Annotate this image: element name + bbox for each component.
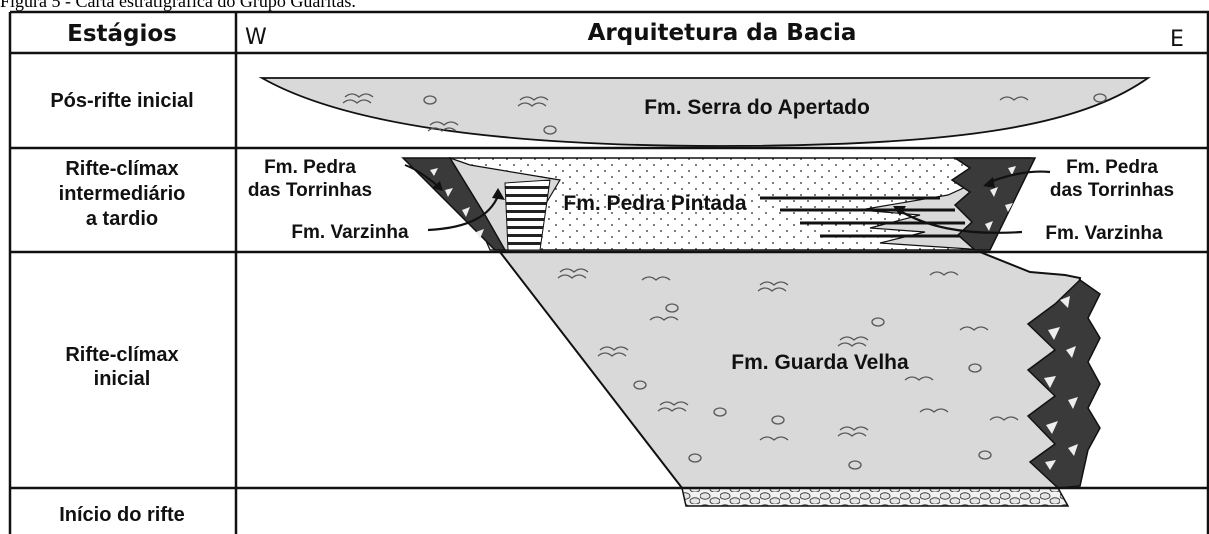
- west-label: W: [245, 25, 267, 50]
- west-torrinhas-arrow-head: [432, 181, 443, 191]
- serra-symbols: [342, 93, 1107, 135]
- guarda-velha-symbols: [557, 268, 1019, 470]
- architecture-header: Arquitetura da Bacia: [588, 20, 857, 46]
- stage-inicio: Início do rifte: [59, 504, 185, 526]
- fm-pedra-torrinhas-west-1: Fm. Pedra: [264, 157, 356, 178]
- stage-climax-tardio-3: a tardio: [86, 208, 158, 230]
- east-pedra-torrinhas-wedge: [950, 157, 1037, 251]
- stage-climax-inicial-1: Rifte-clímax: [65, 344, 178, 366]
- east-torrinhas-arrow: [989, 170, 1051, 184]
- east-clasts: [985, 166, 1016, 231]
- figure-caption: Figura 5 - Carta estratigráfica do Grupo…: [0, 0, 356, 11]
- fm-pedra-torrinhas-east-2: das Torrinhas: [1050, 180, 1174, 201]
- stages-header: Estágios: [67, 21, 177, 47]
- east-lower-clasts: [1044, 296, 1078, 470]
- east-torrinhas-arrow-head: [983, 177, 995, 188]
- stage-climax-tardio-1: Rifte-clímax: [65, 158, 178, 180]
- stage-pos-rifte: Pós-rifte inicial: [50, 90, 193, 112]
- fm-pedra-pintada: Fm. Pedra Pintada: [563, 192, 747, 215]
- east-varzinha-arrow: [901, 211, 1023, 234]
- east-arrow-head: [893, 206, 906, 216]
- table-grid: [8, 10, 1209, 534]
- west-torrinhas-arrow: [404, 164, 439, 187]
- stage-climax-inicial-2: inicial: [94, 368, 151, 390]
- west-varzinha-arrow: [427, 195, 500, 232]
- fm-varzinha-east: Fm. Varzinha: [1045, 223, 1163, 244]
- fm-serra-do-apertado: Fm. Serra do Apertado: [644, 96, 870, 119]
- fm-varzinha-west: Fm. Varzinha: [291, 222, 409, 243]
- west-varzinha-hatch: [504, 179, 551, 251]
- west-arrow-head: [492, 188, 505, 200]
- basal-conglomerate: [681, 487, 1070, 507]
- west-clasts: [430, 168, 484, 239]
- fm-pedra-torrinhas-west-2: das Torrinhas: [248, 180, 372, 201]
- east-varzinha-fingers: [760, 196, 975, 238]
- fm-pedra-torrinhas-east-1: Fm. Pedra: [1066, 157, 1158, 178]
- fm-guarda-velha: Fm. Guarda Velha: [731, 351, 909, 374]
- stage-climax-tardio-2: intermediário: [59, 183, 186, 205]
- serra-do-apertado-body: [258, 77, 1151, 147]
- east-label: E: [1170, 27, 1184, 52]
